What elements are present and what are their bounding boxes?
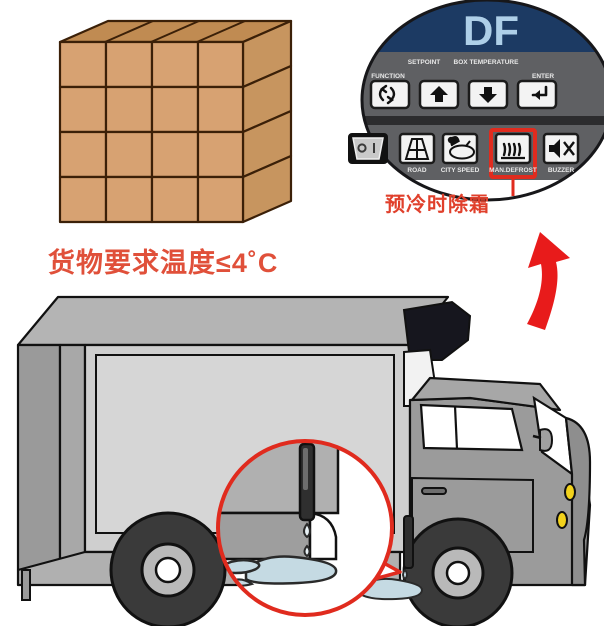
label-buzzer: BUZZER: [548, 167, 575, 174]
box-rear-edge: [58, 343, 87, 572]
magnified-puddle: [244, 555, 338, 585]
label-function: FUNCTION: [371, 73, 405, 80]
panel-bottom-button-row[interactable]: [348, 128, 580, 179]
label-road: ROAD: [407, 167, 426, 174]
rear-bumper-post: [21, 569, 31, 601]
button-power-rocker[interactable]: [348, 133, 388, 164]
front-wheel: [402, 517, 514, 626]
panel-display-text: DF: [463, 7, 519, 54]
label-setpoint: SETPOINT: [408, 59, 441, 66]
label-city-speed: CITY SPEED: [441, 167, 480, 174]
side-mirror: [539, 428, 554, 452]
refrigerated-box-truck: [16, 295, 592, 626]
cab-door-handle: [421, 487, 447, 495]
button-city-speed[interactable]: [441, 132, 479, 165]
button-man-defrost[interactable]: [489, 128, 537, 179]
reefer-control-panel[interactable]: DF: [348, 0, 604, 206]
drip-magnifier: [216, 439, 402, 617]
cargo-box-stack: [58, 19, 293, 224]
curved-up-arrow: [527, 232, 570, 330]
marker-light-upper: [564, 483, 576, 501]
label-man-defrost: MAN.DEFROST: [489, 167, 537, 174]
precool-defrost-caption: 预冷时除霜: [385, 194, 490, 216]
button-enter[interactable]: [516, 79, 558, 110]
button-road[interactable]: [398, 132, 436, 165]
button-function[interactable]: [369, 79, 411, 110]
box-rear-panel: [16, 343, 62, 572]
magnifier-ring: [216, 439, 394, 617]
panel-top-button-row[interactable]: [369, 79, 558, 110]
water-drop-2: [303, 544, 311, 558]
button-boxtemp-down[interactable]: [467, 79, 509, 110]
rear-wheel: [109, 511, 227, 626]
box-roof: [16, 295, 450, 347]
button-buzzer[interactable]: [542, 132, 580, 165]
label-enter: ENTER: [532, 73, 554, 80]
water-drop: [303, 522, 311, 539]
cargo-temperature-caption: 货物要求温度≤4˚C: [48, 248, 279, 278]
label-box-temperature: BOX TEMPERATURE: [454, 59, 520, 66]
falling-drop-small: [402, 568, 408, 581]
drain-pipe: [403, 515, 414, 569]
button-setpoint-up[interactable]: [418, 79, 460, 110]
marker-light-lower: [556, 511, 568, 529]
